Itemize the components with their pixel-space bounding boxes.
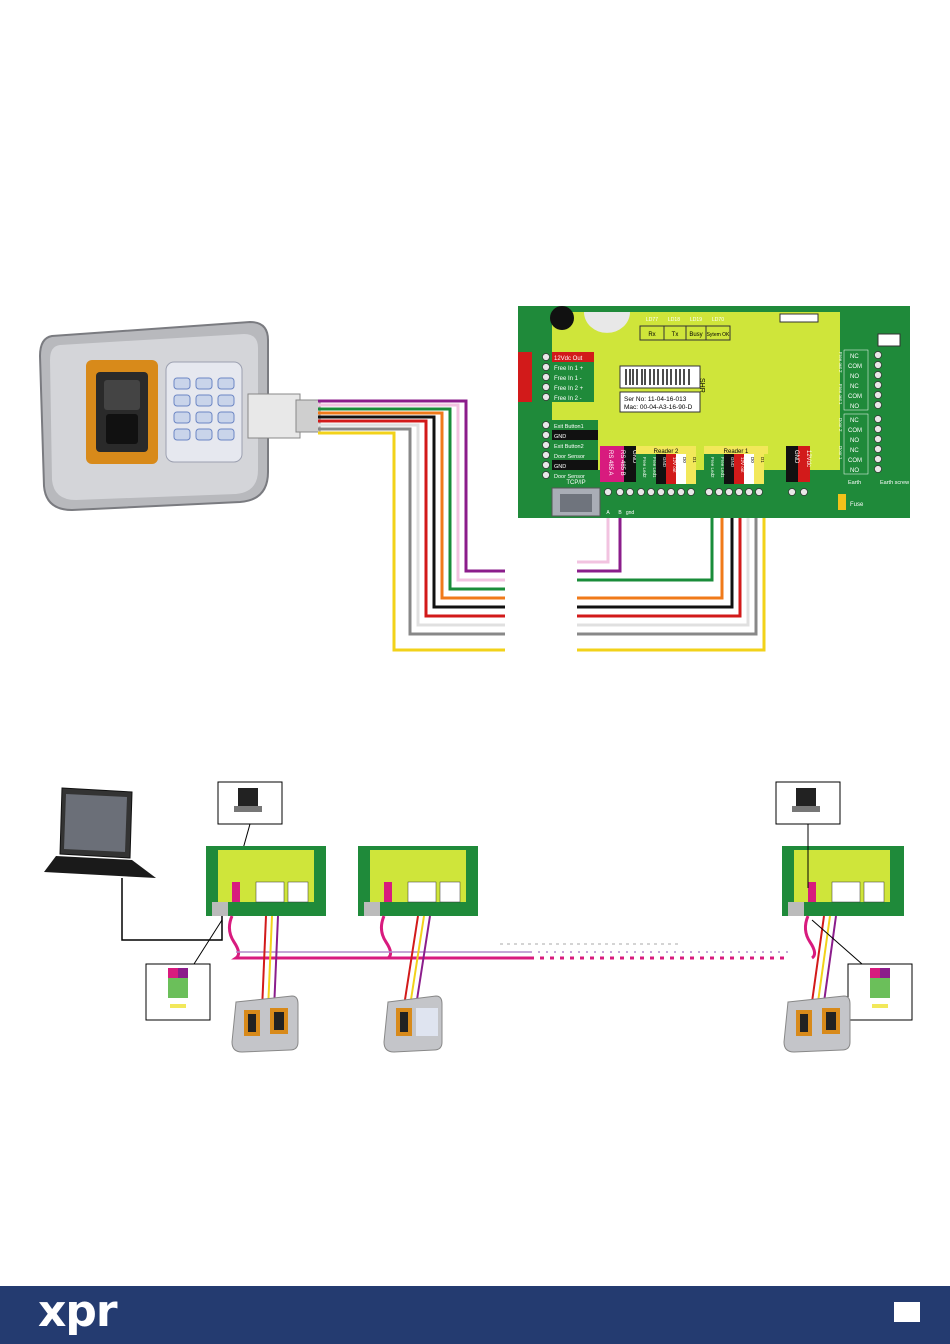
pin-gnd: gnd [626, 510, 635, 516]
reader-2-terminal-block: Reader 2 Free Led2 Free Led1 GND 12V out… [636, 446, 697, 484]
led-label-4: LD70 [712, 317, 724, 323]
rs485-bus [227, 915, 817, 960]
rs485-gnd: GND [631, 450, 637, 464]
terminal-free-in2-plus: Free In 2 + [554, 386, 584, 392]
status-label-tx: Tx [672, 332, 679, 338]
r1-gnd: GND [730, 457, 735, 468]
fingerprint-keypad-reader [38, 320, 321, 512]
terminal-free-in1-plus: Free In 1 + [554, 366, 584, 372]
network-reader-fingerprint-2 [783, 995, 851, 1053]
barcode [619, 365, 701, 389]
r2-d0: D0 [682, 457, 687, 463]
network-reader-keypad [383, 995, 443, 1053]
r2-d1: D1 [692, 457, 697, 463]
free-out-2-label: Free out 2 [838, 352, 843, 373]
r2-12v-out: 12V out [672, 457, 677, 473]
barcode-side-text: SHR [698, 378, 705, 393]
pin-b: B [618, 510, 622, 516]
door-2-label: Door 2 [838, 418, 843, 432]
network-board-3 [782, 846, 904, 916]
terminal-door-sensor-2: Door Sensor [554, 474, 585, 480]
reader-cables [261, 915, 837, 1011]
r2-gnd: GND [662, 457, 667, 468]
terminal-exit-button-2: Exit Button2 [554, 444, 584, 450]
network-board-2 [358, 846, 478, 916]
relay-com-3: COM [848, 428, 862, 434]
r2-free-led2: Free Led2 [642, 457, 647, 478]
terminal-exit-button-1: Exit Button1 [554, 424, 584, 430]
reader-1-terminal-block: Reader 1 Free Led2 Free Led1 GND 12V out… [704, 446, 768, 484]
terminal-door-sensor-1: Door Sensor [554, 454, 585, 460]
bottom-screw-terminals [604, 488, 808, 496]
rs485-b: RS 485 B [619, 450, 625, 476]
left-terminals: 12Vdc Out Free In 1 + Free In 1 - Free I… [518, 352, 598, 480]
fuse [838, 494, 846, 510]
relay-nc-2: NC [850, 384, 859, 390]
r2-free-led1: Free Led1 [652, 457, 657, 478]
power-12vdc: 12Vdc [805, 450, 811, 467]
terminal-free-in1-minus: Free In 1 - [554, 376, 582, 382]
footer-bar [0, 1286, 950, 1344]
led-label-2: LD18 [668, 317, 680, 323]
network-reader-fingerprint-1 [231, 995, 299, 1053]
terminal-free-in2-minus: Free In 2 - [554, 396, 582, 402]
status-indicators: Rx Tx Busy Sytem OK LD77 LD18 LD19 LD70 [639, 317, 731, 341]
power-terminal-block: GND 12Vdc [786, 446, 811, 482]
terminal-gnd-2: GND [554, 464, 566, 470]
r1-free-led2: Free Led2 [710, 457, 715, 478]
relay-com-4: COM [848, 458, 862, 464]
pin-a: A [606, 510, 610, 516]
relay-com-2: COM [848, 394, 862, 400]
status-label-rx: Rx [648, 332, 655, 338]
reader-wiring-diagram: Rx Tx Busy Sytem OK LD77 LD18 LD19 LD70 … [38, 306, 910, 652]
tcpip-label: TCP/IP [566, 480, 585, 486]
relay-terminals: NC COM NO NC COM NO NC COM NO NC COM NO … [838, 349, 906, 475]
keypad [173, 377, 235, 441]
relay-no-1: NO [850, 374, 859, 380]
relay-nc-4: NC [850, 448, 859, 454]
reader-2-label: Reader 2 [654, 449, 679, 455]
reader-1-label: Reader 1 [724, 449, 749, 455]
led-label-3: LD19 [690, 317, 702, 323]
xpr-logo: xpr [38, 1286, 118, 1337]
r1-free-led1: Free Led1 [720, 457, 725, 478]
ethernet-cable [121, 878, 223, 941]
r1-d1: D1 [760, 457, 765, 463]
laptop [44, 787, 156, 878]
rs485-terminal-block: GND RS 485 B RS 485 A [600, 446, 637, 482]
free-out-1-label: Free out 1 [838, 384, 843, 405]
barcode-bars [625, 369, 690, 385]
reader-wires-right [577, 515, 766, 652]
earth-label: Earth [848, 480, 861, 486]
reader-wires-left [318, 399, 505, 652]
led-label-1: LD77 [646, 317, 658, 323]
power-gnd: GND [793, 450, 799, 464]
door-1-label: Door 1 [838, 446, 843, 460]
relay-no-3: NO [850, 438, 859, 444]
mac-address: Mac: 00-04-A3-16-90-D [624, 404, 693, 411]
status-label-system-ok: Sytem OK [707, 332, 730, 338]
r1-12v-out: 12V out [740, 457, 745, 473]
relay-com-1: COM [848, 364, 862, 370]
earth-screw-label: Earth screw [880, 480, 909, 486]
r1-d0: D0 [750, 457, 755, 463]
relay-no-4: NO [850, 468, 859, 474]
relay-nc-1: NC [850, 354, 859, 360]
network-board-1 [206, 846, 326, 916]
status-label-busy: Busy [689, 332, 702, 338]
terminal-gnd-1: GND [554, 434, 566, 440]
serial-number: Ser No: 11-04-16-013 [624, 396, 687, 403]
terminal-12v-out: 12Vdc Out [554, 356, 583, 362]
controller-board: Rx Tx Busy Sytem OK LD77 LD18 LD19 LD70 … [518, 306, 910, 518]
relay-nc-3: NC [850, 418, 859, 424]
rs485-a: RS 485 A [607, 450, 613, 475]
page-number-box [894, 1302, 920, 1322]
network-diagram [44, 781, 913, 1053]
relay-no-2: NO [850, 404, 859, 410]
fuse-label: Fuse [850, 502, 864, 508]
